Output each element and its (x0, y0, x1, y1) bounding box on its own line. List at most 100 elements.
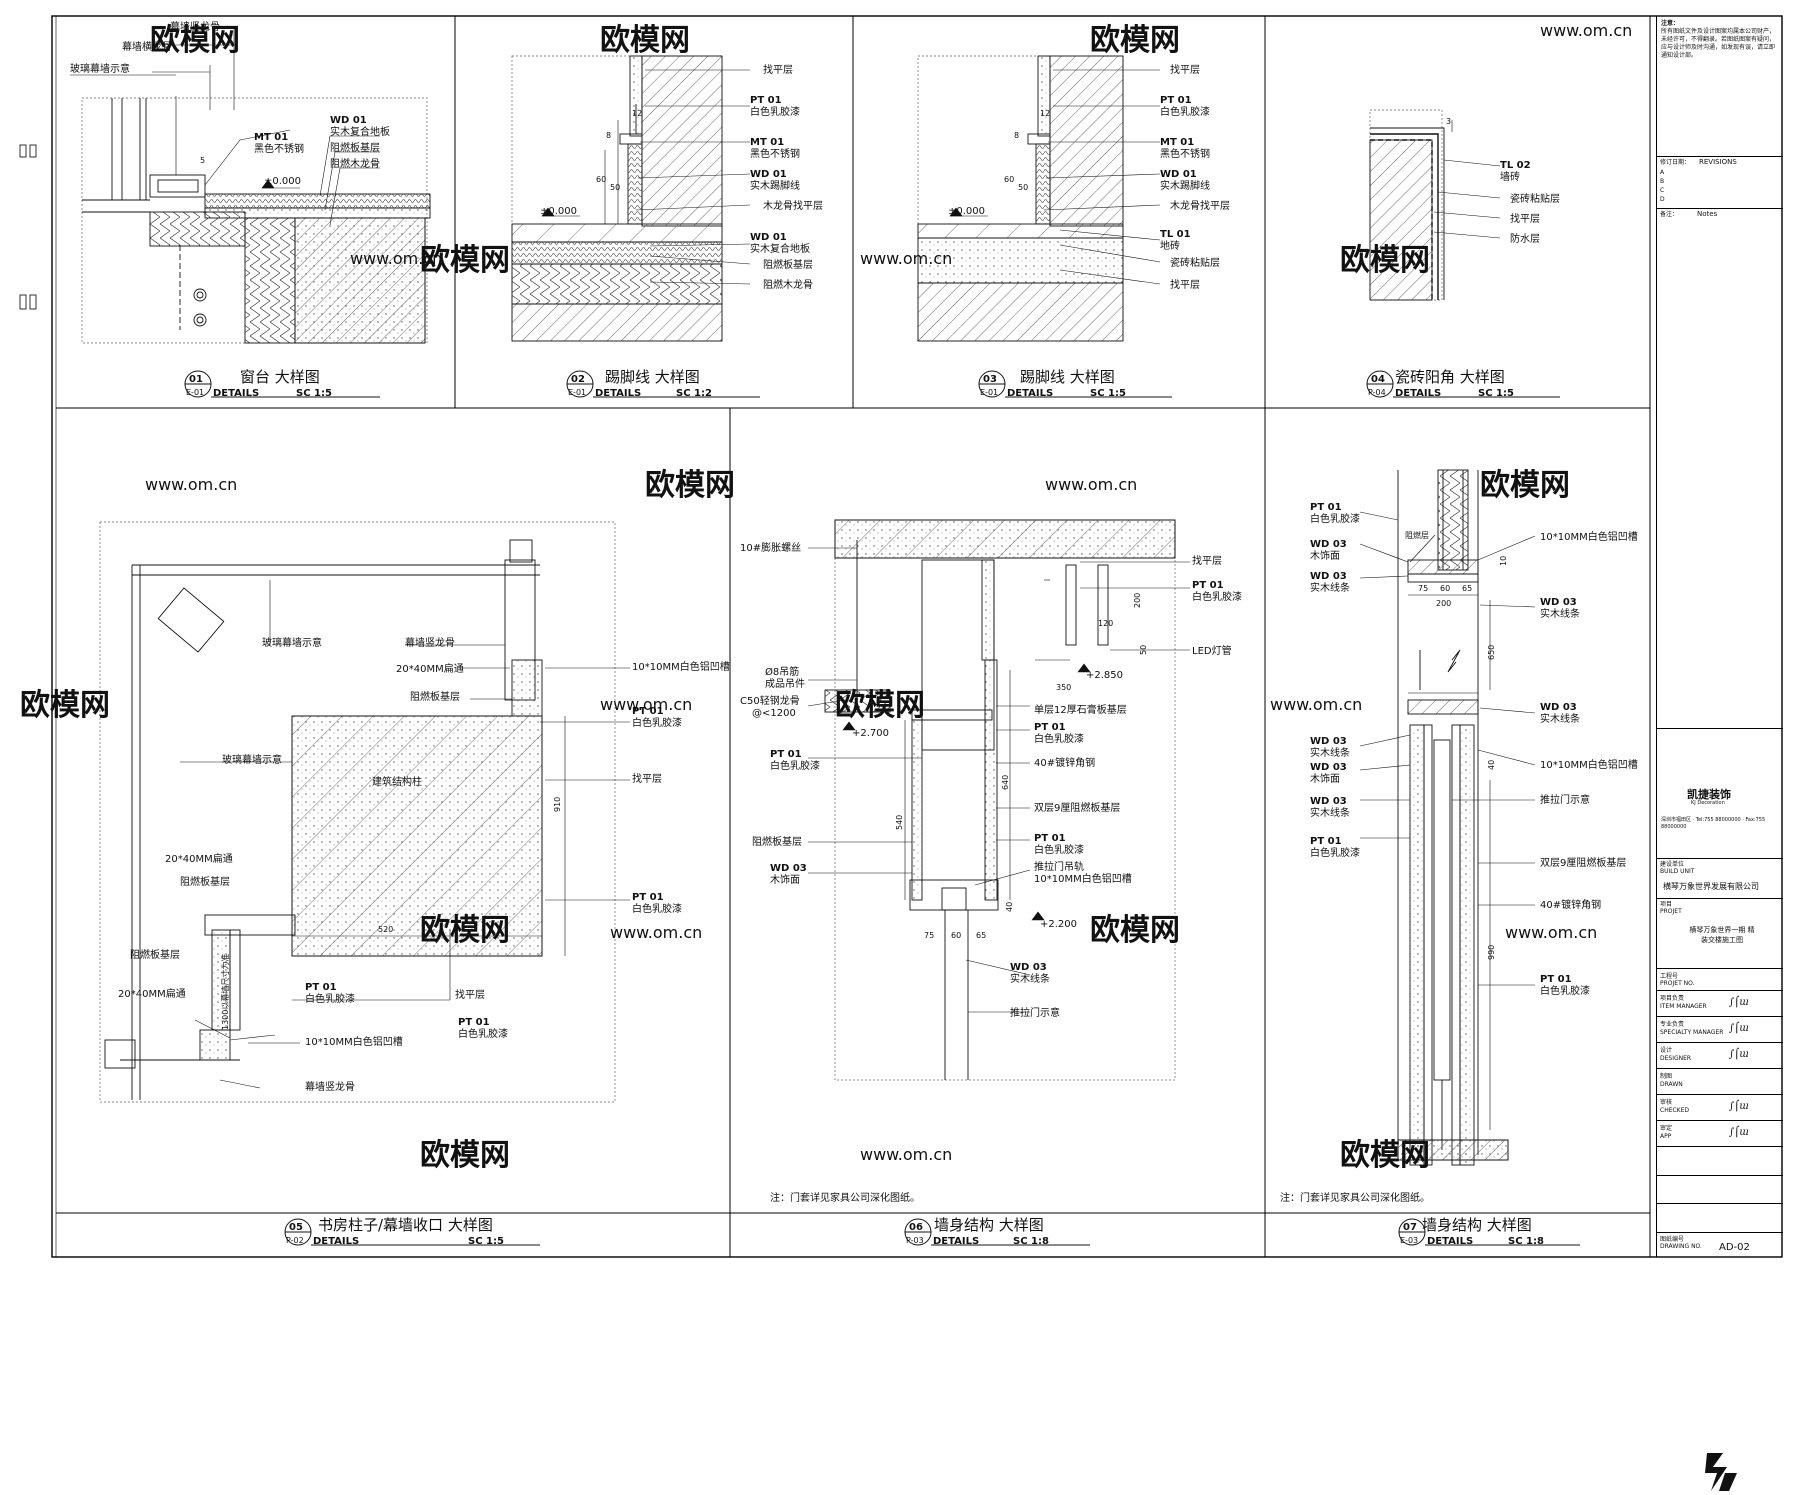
d07-l31: 10 (1499, 556, 1508, 566)
d07-l16: WD 03 (1310, 796, 1347, 807)
detail-05-title: 书房柱子/幕墙收口 大样图 (318, 1216, 493, 1234)
wm-url-6: www.om.cn (600, 695, 692, 714)
drawing-sheet: 幕墙竖龙骨 幕墙横龙骨 玻璃幕墙示意 MT 01 黑色不锈钢 WD 01 实木复… (19, 15, 1783, 1258)
tb-build-label: 建设单位 (1660, 861, 1685, 868)
d06-l1: Ø8吊筋 (765, 665, 799, 678)
detail-07-sub: DETAILS (1427, 1236, 1473, 1247)
detail-07-num: 07 (1403, 1222, 1417, 1233)
detail-01-leaders (70, 28, 380, 226)
tb-company-cn: 凯捷装饰 (1687, 788, 1731, 801)
d06-l7: 白色乳胶漆 (770, 759, 820, 772)
d02-l15: 60 (596, 175, 606, 184)
tb-revisions: 修订日期： REVISIONS A B C D (1657, 156, 1783, 209)
wm-7: 欧模网 (1480, 468, 1570, 503)
detail-03-scale: SC 1:5 (1090, 388, 1126, 399)
d02-l11: 阻燃木龙骨 (763, 278, 813, 291)
d03-l12: ±0.000 (948, 206, 985, 217)
d07-l3: 木饰面 (1310, 549, 1340, 562)
d05-l23: 910 (553, 797, 562, 812)
detail-title-02: 02 E-01 踢脚线 大样图 DETAILS SC 1:2 (566, 368, 760, 399)
d06-l28: 推拉门示意 (1010, 1006, 1060, 1019)
detail-06-leaders (807, 547, 1190, 1013)
d05-l16: PT 01 (305, 982, 337, 993)
d07-l8: WD 03 (1540, 597, 1577, 608)
d07-l30: 40 (1487, 760, 1496, 770)
tb-dwgno-label: 图纸编号 (1660, 1236, 1685, 1243)
wm-3: 欧模网 (1090, 23, 1180, 58)
detail-06-drawing (824, 519, 1176, 1081)
d07-l4: WD 03 (1310, 571, 1347, 582)
tb-rev-c: C (1660, 187, 1665, 194)
detail-05-leaders (180, 580, 630, 1089)
detail-03-ref: E-01 (980, 388, 998, 397)
d06-l8: 阻燃板基层 (752, 835, 802, 848)
wm-10: 欧模网 (420, 913, 510, 948)
d03-l2: 白色乳胶漆 (1160, 105, 1210, 118)
detail-07-leaders (1359, 511, 1536, 1130)
d02-l8: WD 01 (750, 232, 787, 243)
d03-l4: 黑色不锈钢 (1160, 147, 1210, 160)
detail-02-scale: SC 1:2 (676, 388, 712, 399)
detail-03-leaders (949, 69, 1161, 285)
d05-l8: 建筑结构柱 (372, 775, 422, 788)
d04-l5: 3 (1446, 117, 1451, 126)
detail-03-text: 找平层 PT 01 白色乳胶漆 MT 01 黑色不锈钢 WD 01 实木踢脚线 … (948, 63, 1230, 291)
wm-url-10: www.om.cn (860, 1145, 952, 1164)
wm-13: 欧模网 (1340, 1138, 1430, 1173)
d02-l13: 12 (632, 109, 642, 118)
d07-l11: 实木线条 (1540, 712, 1580, 725)
d07-l22: 双层9厘阻燃板基层 (1540, 856, 1626, 869)
tb-role-1-en: SPECIALTY MANAGER (1660, 1029, 1724, 1036)
d06-l12: PT 01 (1192, 580, 1224, 591)
d07-l13: 实木线条 (1310, 746, 1350, 759)
detail-04-sub: DETAILS (1395, 388, 1441, 399)
d05-l19: PT 01 (458, 1017, 490, 1028)
d06-l21: PT 01 (1034, 833, 1066, 844)
d05-l15: 20*40MM扁通 (118, 987, 186, 1000)
wm-url-5: www.om.cn (1045, 475, 1137, 494)
wm-8: 欧模网 (20, 688, 110, 723)
d07-l28: 60 (1440, 584, 1450, 593)
tb-notes-label: 备注： (1660, 211, 1679, 218)
d07-l32: 650 (1487, 645, 1496, 660)
d06-l31: 350 (1056, 683, 1071, 692)
wm-url-1: www.om.cn (350, 249, 442, 268)
d05-l21: 10*10MM白色铝凹槽 (305, 1035, 403, 1048)
watermarks: 欧模网 欧模网 欧模网 欧模网 欧模网 欧模网 欧模网 欧模网 欧模网 欧模网 … (20, 21, 1632, 1173)
wm-4: 欧模网 (420, 243, 510, 278)
d06-l25: +2.200 (1040, 919, 1077, 930)
d07-l19: 白色乳胶漆 (1310, 846, 1360, 859)
detail-title-03: 03 E-01 踢脚线 大样图 DETAILS SC 1:5 (978, 368, 1172, 399)
wm-url-7: www.om.cn (1270, 695, 1362, 714)
tb-notes-en: Notes (1697, 210, 1718, 218)
d06-l4: @<1200 (752, 708, 796, 719)
tb-role-2-cn: 设计 (1660, 1047, 1673, 1054)
d03-l14: 8 (1014, 131, 1019, 140)
detail-02-num: 02 (571, 374, 585, 385)
d07-l24: PT 01 (1540, 974, 1572, 985)
tb-project-en: PROJET (1660, 908, 1682, 915)
detail-02-leaders (541, 69, 751, 285)
detail-01-sub: DETAILS (213, 388, 259, 399)
tb-rev: REVISIONS (1699, 158, 1737, 166)
note-07: 注：门套详见家具公司深化图纸。 (1280, 1191, 1430, 1204)
d03-l5: WD 01 (1160, 169, 1197, 180)
d02-l4: 黑色不锈钢 (750, 147, 800, 160)
d06-l18: 白色乳胶漆 (1034, 732, 1084, 745)
wm-6: 欧模网 (645, 468, 735, 503)
tb-notes-body: 所有图纸文件及设计图案均属本公司财产，未经许可，不得翻录。若图纸图案有疑问，应与… (1661, 28, 1776, 59)
d06-l34: 540 (895, 815, 904, 830)
d05-l6: 白色乳胶漆 (632, 716, 682, 729)
d01-l2: 玻璃幕墙示意 (70, 62, 130, 75)
wm-11: 欧模网 (1090, 913, 1180, 948)
d05-l5: PT 01 (632, 706, 664, 717)
detail-06-num: 06 (909, 1222, 923, 1233)
tb-company-info: 深圳市福田区 · Tel:755 88000000 · Fax:755 8800… (1661, 817, 1766, 830)
detail-05-num: 05 (289, 1222, 303, 1233)
tb-role-0-en: ITEM MANAGER (1660, 1003, 1707, 1010)
tb-rev-label: 修订日期： (1660, 159, 1691, 166)
tb-role-1: 专业负责 SPECIALTY MANAGER ∫⌠ɯ (1657, 1016, 1783, 1043)
detail-07-scale: SC 1:8 (1508, 1236, 1544, 1247)
detail-02-title: 踢脚线 大样图 (605, 368, 700, 386)
tb-role-4-en: CHECKED (1660, 1107, 1690, 1114)
